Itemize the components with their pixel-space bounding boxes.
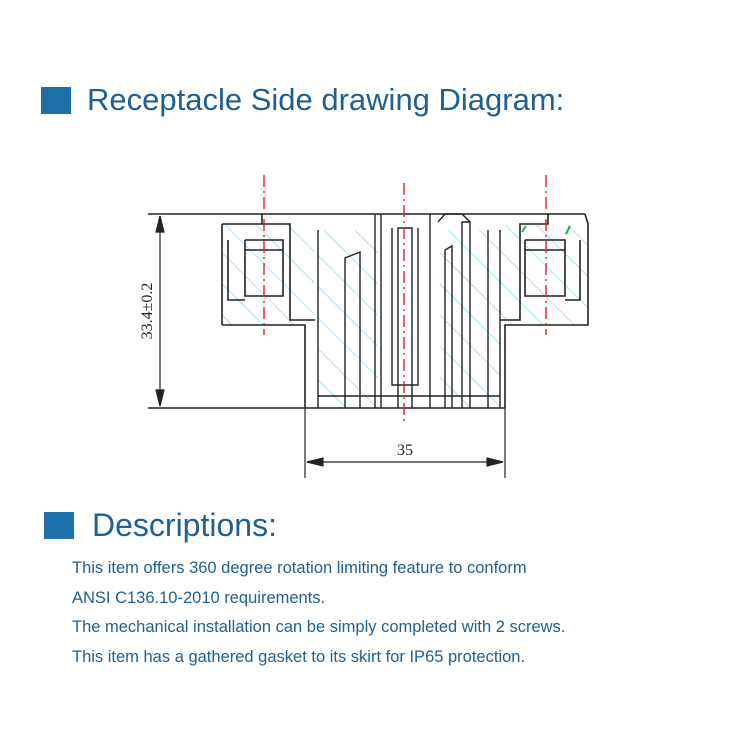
diagram-section-header: Receptacle Side drawing Diagram: bbox=[41, 82, 564, 118]
descriptions-body: This item offers 360 degree rotation lim… bbox=[72, 554, 712, 672]
square-bullet-icon bbox=[41, 86, 71, 114]
diagram-title: Receptacle Side drawing Diagram: bbox=[87, 82, 565, 117]
height-dimension-label: 33.4±0.2 bbox=[139, 283, 156, 340]
receptacle-outline bbox=[148, 213, 589, 409]
descriptions-title: Descriptions: bbox=[92, 507, 277, 543]
description-line: ANSI C136.10-2010 requirements. bbox=[72, 588, 326, 607]
description-line: This item offers 360 degree rotation lim… bbox=[72, 559, 527, 577]
square-bullet-icon bbox=[44, 512, 74, 539]
height-dimension bbox=[155, 215, 165, 407]
receptacle-side-drawing: 33.4±0.2 35 bbox=[139, 175, 589, 478]
width-dimension bbox=[304, 408, 506, 478]
section-hatching bbox=[222, 225, 588, 408]
contact-slots bbox=[317, 213, 501, 408]
description-line: The mechanical installation can be simpl… bbox=[72, 618, 566, 636]
gasket-marks bbox=[521, 225, 571, 235]
centerlines bbox=[263, 175, 547, 425]
width-dimension-label: 35 bbox=[397, 442, 413, 459]
description-line: This item has a gathered gasket to its s… bbox=[72, 647, 526, 666]
descriptions-section-header: Descriptions: bbox=[44, 507, 277, 544]
